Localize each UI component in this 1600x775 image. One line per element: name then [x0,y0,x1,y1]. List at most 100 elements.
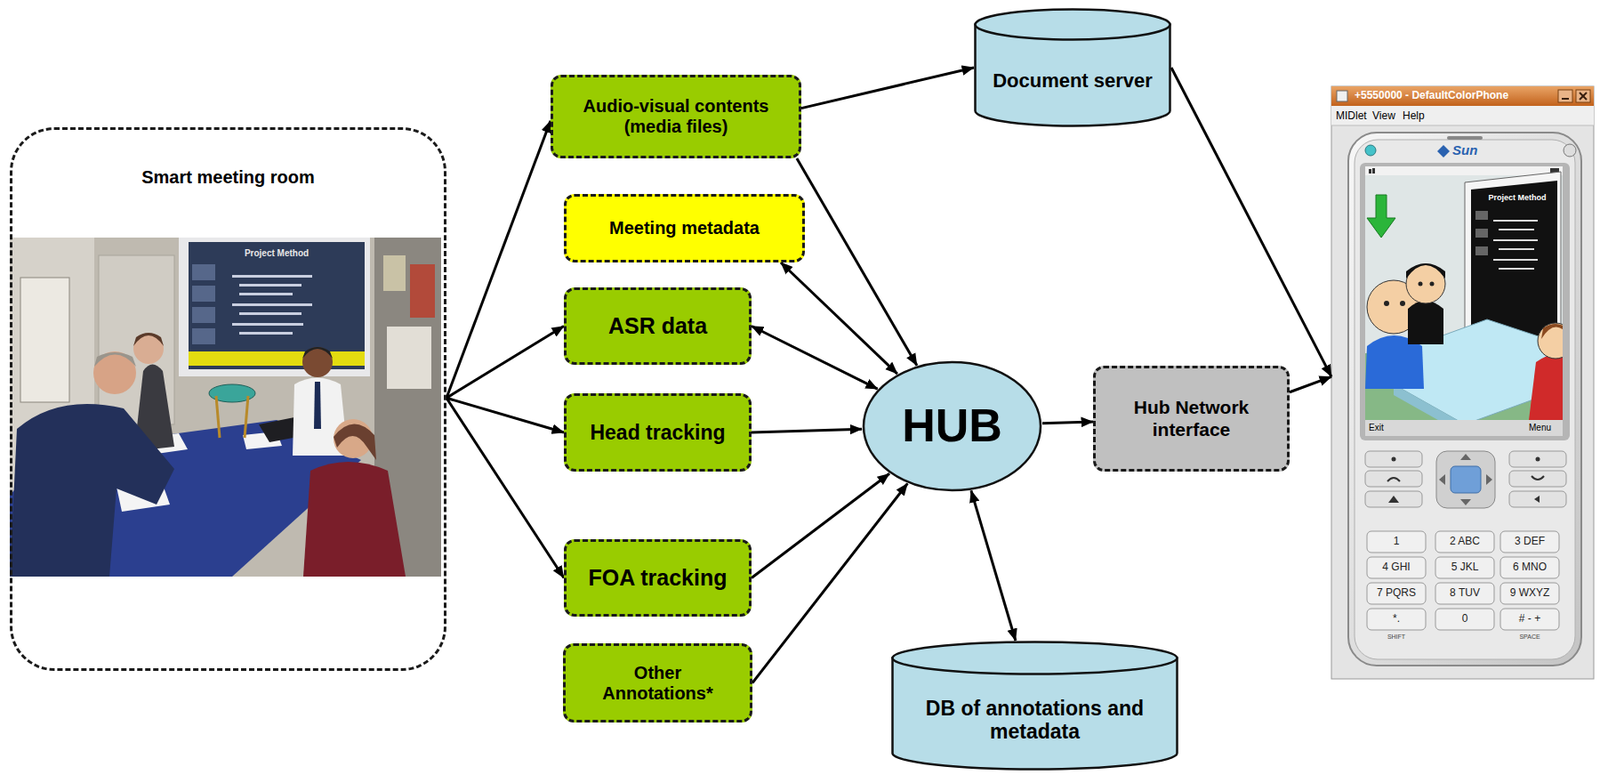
key-label: 0 [1435,612,1495,625]
mobile-phone-emulator-part [1435,530,1495,553]
key-caption: SPACE [1500,633,1560,641]
brand-logo: Sun [1452,143,1478,159]
mobile-phone-emulator-part [1500,582,1560,604]
mobile-phone-emulator-part [1509,490,1567,507]
menu-item: Help [1402,110,1425,122]
mobile-phone-emulator-part [1365,490,1423,507]
mobile-phone-emulator-part [1366,582,1426,604]
mobile-phone-emulator-part [1348,132,1582,666]
meeting-room-photo-part-part [94,352,137,367]
mobile-phone-emulator-part [1331,86,1594,679]
key-label: *. [1366,612,1426,625]
meeting-room-photo-part-part [302,346,333,359]
meeting-room-photo-part-part [410,264,435,318]
mobile-phone-emulator-part [1354,139,1576,660]
meeting-room-photo-part-part [93,351,137,394]
connector-arrow [446,120,551,399]
node-label: Document server [992,69,1153,92]
key-label: 7 PQRS [1366,586,1426,599]
mobile-phone-emulator-part [1359,162,1570,441]
meeting-room-photo-part-part [239,312,302,315]
meeting-room-photo-part-part [188,351,365,366]
mobile-phone-emulator-part-part [1493,219,1538,222]
mobile-phone-emulator-part [1509,470,1567,487]
mobile-phone-emulator-part [1435,556,1495,579]
mobile-phone-emulator-part-part [1430,281,1435,287]
meeting-room-photo-part-part [192,285,216,302]
key-label: 2 ABC [1435,535,1495,547]
window-title: +5550000 - DefaultColorPhone [1354,89,1509,103]
meeting-room-photo-part-part [239,283,302,287]
hub-ellipse: HUB [861,360,1043,492]
key-label: 3 DEF [1500,535,1560,547]
node-label: ASR data [608,313,708,339]
mobile-phone-emulator-part [1437,144,1450,158]
mobile-phone-emulator-part-part [1407,300,1444,345]
database-cylinder: DB of annotations and metadata [891,640,1179,771]
mobile-phone-emulator-part-part [1475,228,1488,238]
connector-arrow [1289,376,1332,392]
mobile-phone-emulator-part [1561,97,1569,100]
mobile-phone-emulator-part [1563,144,1576,157]
interface-box: Hub Network interface [1093,365,1290,472]
menu-item: View [1372,110,1396,122]
meeting-room-photo-part-part [133,333,164,364]
connector-arrow [752,482,908,683]
mobile-phone-emulator-part [1331,86,1594,106]
mobile-phone-emulator-part [1509,450,1567,467]
mobile-phone-emulator-part [1435,582,1495,604]
meeting-room-photo-part [9,237,442,577]
node-label: Meeting metadata [609,217,760,239]
hub-ellipse-shape [863,361,1041,491]
key-label: 4 GHI [1366,561,1426,573]
key-label: 5 JKL [1435,561,1495,573]
key-label: 1 [1366,535,1426,547]
meeting-room-photo-part-part [133,332,164,346]
data-box: FOA tracking [563,538,752,617]
mobile-phone-emulator-part [1436,450,1496,508]
mobile-phone-emulator-part-part [1498,267,1535,270]
node-label: Other Annotations* [578,662,738,704]
mobile-phone-emulator-part [1365,144,1376,156]
mobile-phone-emulator-part [1531,475,1544,480]
connector-arrow [751,473,890,578]
mobile-phone-emulator-part-part [1498,248,1535,250]
metadata-box: Meeting metadata [563,193,805,263]
connector-arrow [1171,67,1332,377]
mobile-phone-emulator-part-part [1383,300,1390,306]
connector-arrow [971,490,1016,641]
mobile-phone-emulator-part [1575,89,1591,103]
mobile-phone-emulator-part-part [1365,419,1563,436]
connector-arrow [1042,421,1094,424]
meeting-room-photo-part-part [188,241,365,370]
meeting-room-photo-part-part [313,381,322,429]
cylinder-top [975,9,1171,41]
meeting-room-photo-part-part [178,237,370,377]
mobile-phone-emulator-part [1365,470,1423,487]
mobile-phone-emulator-part-part [1366,194,1396,238]
mobile-phone-emulator-part-part [1493,258,1538,261]
mobile-phone-emulator-part [1486,474,1493,485]
node-label: Smart meeting room [141,167,314,188]
node-label: HUB [901,399,1003,453]
mobile-phone-emulator-part [1387,477,1400,482]
mobile-phone-emulator-part [1450,466,1481,493]
mobile-phone-emulator-part [1388,495,1399,503]
softkey-label: Menu [1528,422,1552,433]
mobile-phone-emulator-part [1366,530,1426,553]
mobile-phone-emulator-part [1331,105,1594,126]
key-caption: SHIFT [1366,633,1426,641]
key-label: 8 TUV [1435,586,1495,599]
data-box: Other Annotations* [562,643,753,723]
meeting-room-photo-part-part [9,237,442,577]
mobile-phone-emulator-part-part [1368,168,1372,174]
mobile-phone-emulator-part-part [1406,264,1446,304]
node-label: DB of annotations and metadata [905,696,1165,744]
mobile-phone-emulator-part-part [1537,322,1563,359]
mobile-phone-emulator-part [1366,608,1426,630]
mobile-phone-emulator-part [1331,125,1594,127]
mobile-phone-emulator-part [1435,608,1495,630]
connector-arrow [780,262,898,374]
node-label: FOA tracking [587,564,727,591]
